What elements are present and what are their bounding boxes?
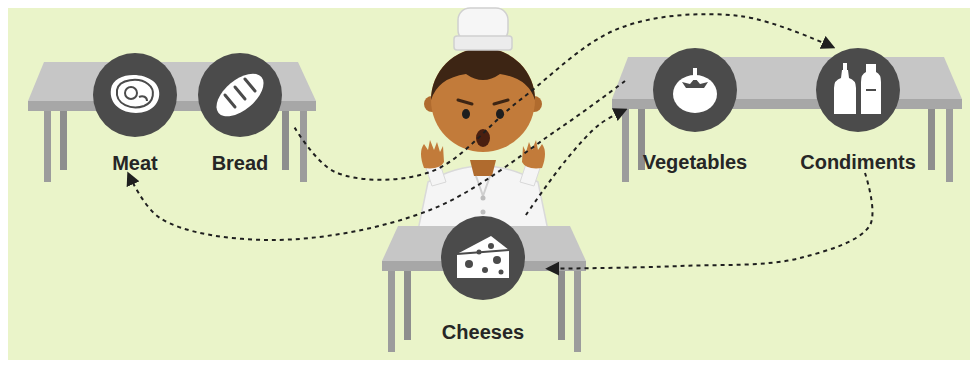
- icon-shape: [111, 75, 160, 113]
- food-icon: [673, 68, 717, 113]
- table-leg: [928, 108, 935, 170]
- station-circle: [815, 47, 901, 133]
- station-label: Condiments: [788, 151, 928, 173]
- ingredient-station: Condiments: [788, 47, 928, 173]
- chef-neck: [470, 160, 496, 176]
- ingredient-station: Cheeses: [418, 215, 548, 343]
- icon-shape: [499, 270, 504, 275]
- station-circle: [92, 52, 178, 138]
- station-circle: [441, 216, 525, 300]
- table-leg: [404, 270, 411, 340]
- coat-button: [481, 196, 486, 201]
- chef-head: [431, 48, 535, 152]
- station-label: Meat: [70, 152, 200, 174]
- chef-eyebrow: [494, 100, 508, 104]
- food-icon: [834, 63, 881, 114]
- icon-shape: [225, 95, 235, 107]
- dashed-arrow: [526, 110, 625, 215]
- icon-shape: [482, 267, 488, 273]
- chef-eyebrow: [458, 100, 472, 104]
- table-leg: [60, 110, 67, 170]
- coat-collar: [476, 176, 490, 196]
- station-circle: [816, 48, 900, 132]
- food-icon: [209, 66, 271, 125]
- icon-shape: [457, 236, 509, 278]
- station-circle: [440, 215, 526, 301]
- coat-button: [481, 210, 486, 215]
- chef-hand: [421, 140, 444, 168]
- table-leg: [574, 270, 581, 352]
- station-label: Cheeses: [418, 321, 548, 343]
- station-circle: [198, 53, 282, 137]
- icon-shape: [117, 80, 153, 107]
- table-leg: [300, 110, 307, 182]
- icon-shape: [465, 260, 473, 268]
- table-leg: [558, 270, 565, 340]
- icon-shape: [693, 68, 697, 80]
- station-circle: [653, 48, 737, 132]
- chef-eye: [496, 109, 504, 119]
- table-leg: [282, 110, 289, 170]
- icon-shape: [139, 96, 147, 101]
- icon-shape: [209, 66, 271, 125]
- ingredient-station: Meat: [70, 52, 200, 174]
- icon-shape: [866, 89, 876, 91]
- chef-hair: [431, 48, 535, 100]
- background: [8, 8, 970, 360]
- chef-eye: [462, 109, 470, 119]
- station-label: Vegetables: [625, 151, 765, 173]
- icon-shape: [493, 256, 501, 264]
- chef-mouth: [476, 129, 490, 147]
- chef-figure: [416, 8, 550, 240]
- icon-shape: [488, 243, 494, 249]
- icon-shape: [457, 250, 509, 254]
- icon-shape: [235, 87, 245, 99]
- station-circle: [652, 47, 738, 133]
- table-leg: [388, 270, 395, 352]
- icon-shape: [477, 250, 482, 255]
- icon-shape: [125, 87, 137, 99]
- icon-shape: [843, 63, 847, 71]
- ingredient-station: Bread: [175, 52, 305, 174]
- dashed-arrow: [295, 14, 833, 180]
- table-leg: [622, 108, 629, 182]
- station-circle: [93, 53, 177, 137]
- ingredient-station: Vegetables: [625, 47, 765, 173]
- icon-shape: [245, 79, 255, 91]
- chef-hat-band: [454, 36, 512, 50]
- food-icon: [457, 236, 509, 278]
- table-leg: [946, 108, 953, 182]
- icon-shape: [861, 64, 881, 114]
- food-icon: [111, 75, 160, 113]
- icon-shape: [673, 75, 717, 113]
- chef-hand: [522, 140, 545, 168]
- station-circle: [197, 52, 283, 138]
- dashed-arrow: [548, 173, 872, 269]
- table-leg: [44, 110, 51, 182]
- icon-shape: [834, 70, 856, 114]
- station-label: Bread: [175, 152, 305, 174]
